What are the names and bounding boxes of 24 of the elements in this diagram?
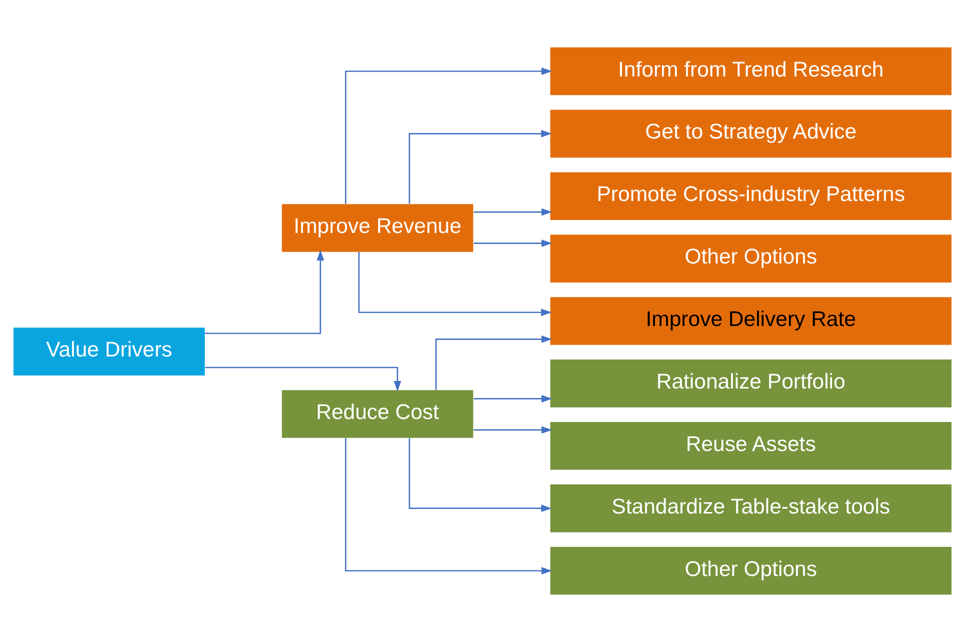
- arrow: [474, 394, 552, 402]
- arrow: [474, 208, 552, 216]
- node-box: Standardize Table-stake tools: [550, 484, 952, 532]
- arrow: [435, 334, 552, 390]
- arrow: [344, 67, 552, 204]
- arrow: [474, 426, 552, 434]
- node-box: Reuse Assets: [550, 421, 952, 470]
- node-box: Improve Delivery Rate: [550, 296, 952, 344]
- node-box: Other Options: [550, 546, 952, 594]
- arrow: [344, 438, 552, 574]
- arrow: [474, 239, 552, 246]
- node-box: Inform from Trend Research: [550, 46, 952, 95]
- arrow: [408, 438, 552, 512]
- node-box: Improve Revenue: [282, 204, 474, 252]
- node-box: Get to Strategy Advice: [550, 109, 952, 158]
- node-box: Other Options: [550, 234, 952, 282]
- node-box: Value Drivers: [14, 327, 205, 375]
- arrow: [205, 366, 402, 392]
- node-box: Rationalize Portfolio: [550, 359, 952, 407]
- node-box: Reduce Cost: [282, 390, 474, 438]
- arrow: [204, 249, 324, 334]
- arrow: [408, 129, 552, 204]
- arrow: [358, 251, 552, 316]
- node-box: Promote Cross-industry Patterns: [550, 172, 952, 220]
